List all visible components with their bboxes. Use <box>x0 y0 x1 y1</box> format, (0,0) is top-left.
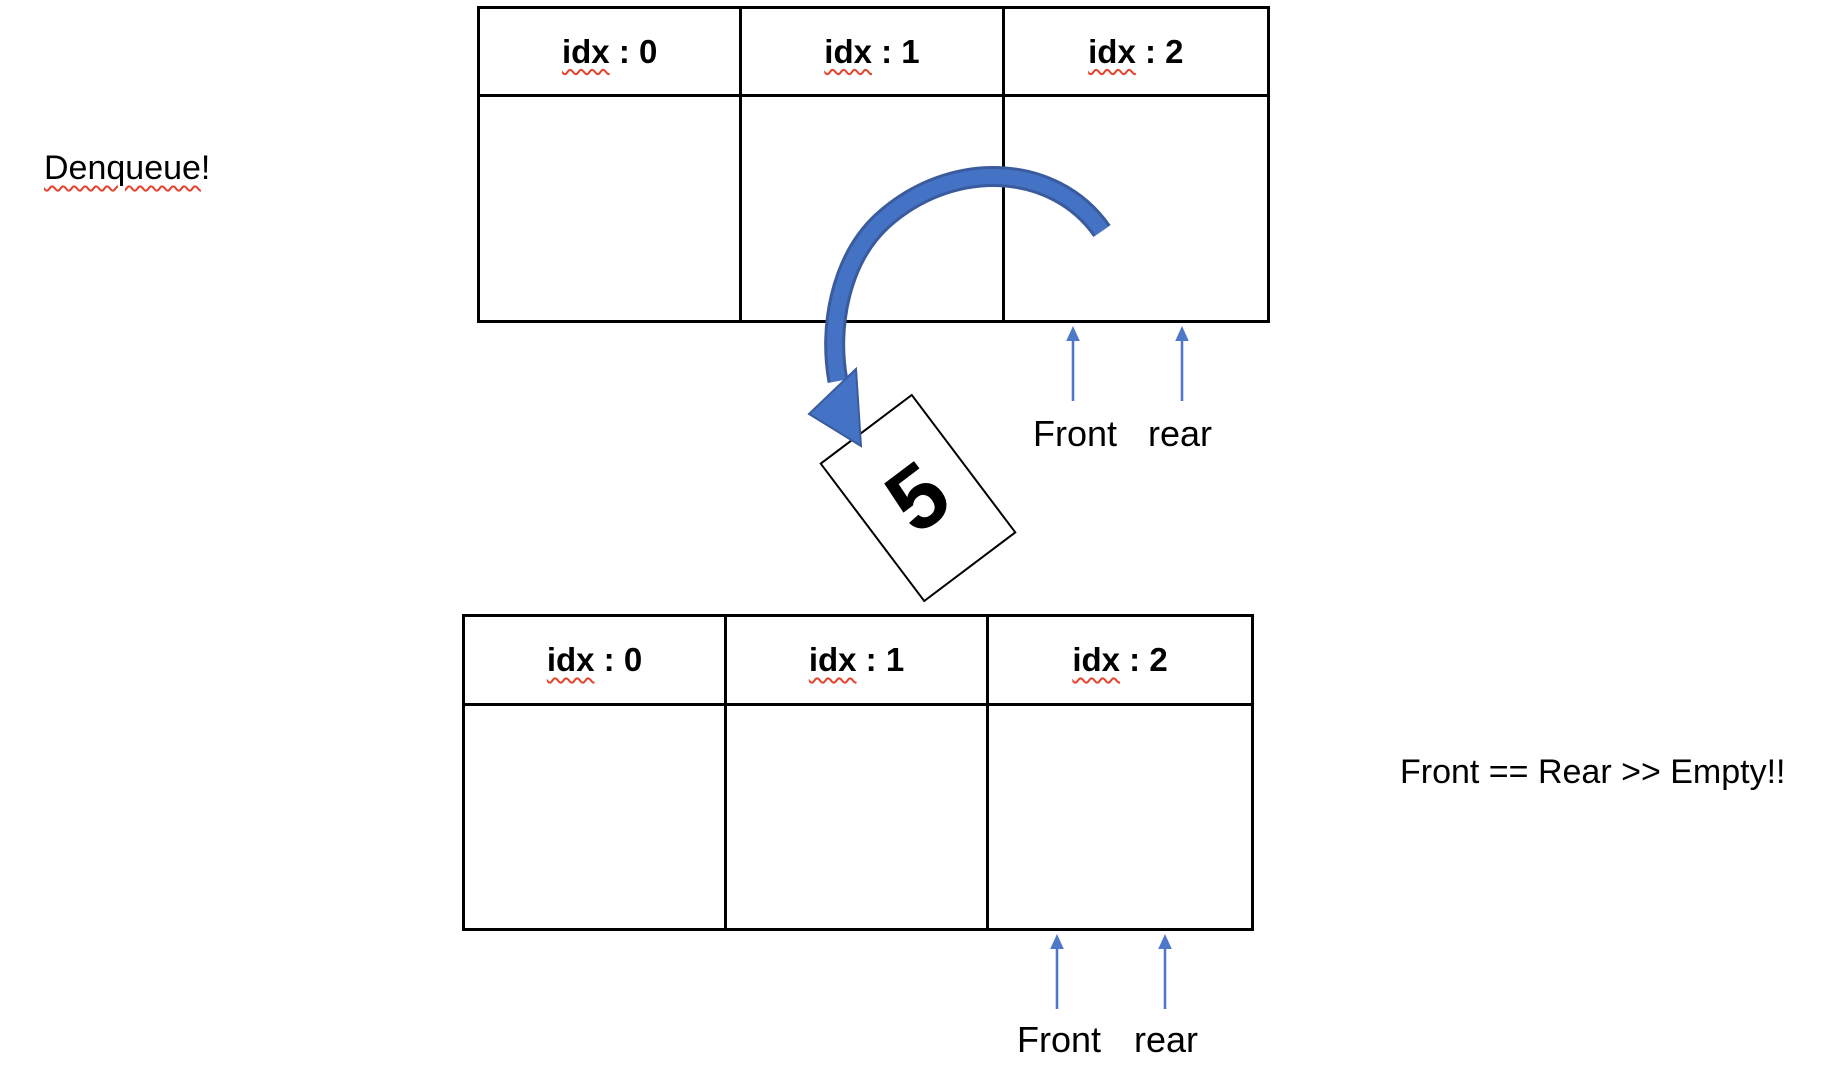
up-arrow-icon-rear-bottom <box>1158 934 1172 1009</box>
header-text: idx : 0 <box>562 33 657 71</box>
header-term-idx: idx <box>546 641 595 678</box>
before-header-idx-2: idx : 2 <box>1004 9 1267 97</box>
header-term-idx: idx <box>561 32 610 70</box>
header-term-idx: idx <box>824 32 872 70</box>
queue-table-after: idx : 0 idx : 1 idx : 2 <box>462 614 1254 931</box>
before-cell-0 <box>480 97 743 320</box>
header-index-value: : 1 <box>856 641 905 678</box>
header-text: idx : 2 <box>1072 641 1167 679</box>
header-index-value: : 2 <box>1120 641 1168 678</box>
queue-table-before: idx : 0 idx : 1 idx : 2 <box>477 6 1270 323</box>
up-arrow-icon-rear-top <box>1175 326 1189 401</box>
header-text: idx : 1 <box>824 33 919 71</box>
header-index-value: : 1 <box>871 32 920 70</box>
dequeued-value: 5 <box>867 442 968 553</box>
up-arrow-icon-front-bottom <box>1050 934 1064 1009</box>
slide-title-punct: ! <box>200 149 211 187</box>
before-cell-2 <box>1005 97 1267 320</box>
rear-pointer-label-top: rear <box>1147 413 1213 454</box>
slide-title-word: Denqueue <box>44 149 201 187</box>
header-text: idx : 2 <box>1088 33 1183 71</box>
slide-title: Denqueue! <box>44 148 210 189</box>
before-header-idx-0: idx : 0 <box>480 9 743 97</box>
after-cell-0 <box>465 706 727 928</box>
header-index-value: : 0 <box>594 641 643 678</box>
up-arrow-icon-front-top <box>1066 326 1080 401</box>
header-index-value: : 0 <box>609 32 658 70</box>
before-cell-1 <box>742 97 1005 320</box>
after-header-idx-2: idx : 2 <box>989 617 1251 706</box>
header-index-value: : 2 <box>1135 32 1184 70</box>
after-cell-1 <box>727 706 989 928</box>
after-header-idx-1: idx : 1 <box>727 617 989 706</box>
header-term-idx: idx <box>808 641 857 678</box>
dequeued-value-card: 5 <box>819 393 1017 603</box>
after-cell-2 <box>989 706 1251 928</box>
rear-pointer-label-bottom: rear <box>1133 1019 1199 1060</box>
front-pointer-label-top: Front <box>1032 413 1118 454</box>
after-header-idx-0: idx : 0 <box>465 617 727 706</box>
header-text: idx : 1 <box>809 641 904 679</box>
front-pointer-label-bottom: Front <box>1016 1019 1102 1060</box>
empty-condition-note: Front == Rear >> Empty!! <box>1400 753 1786 791</box>
before-header-idx-1: idx : 1 <box>742 9 1005 97</box>
header-text: idx : 0 <box>547 641 642 679</box>
header-term-idx: idx <box>1088 32 1136 70</box>
header-term-idx: idx <box>1072 641 1120 678</box>
